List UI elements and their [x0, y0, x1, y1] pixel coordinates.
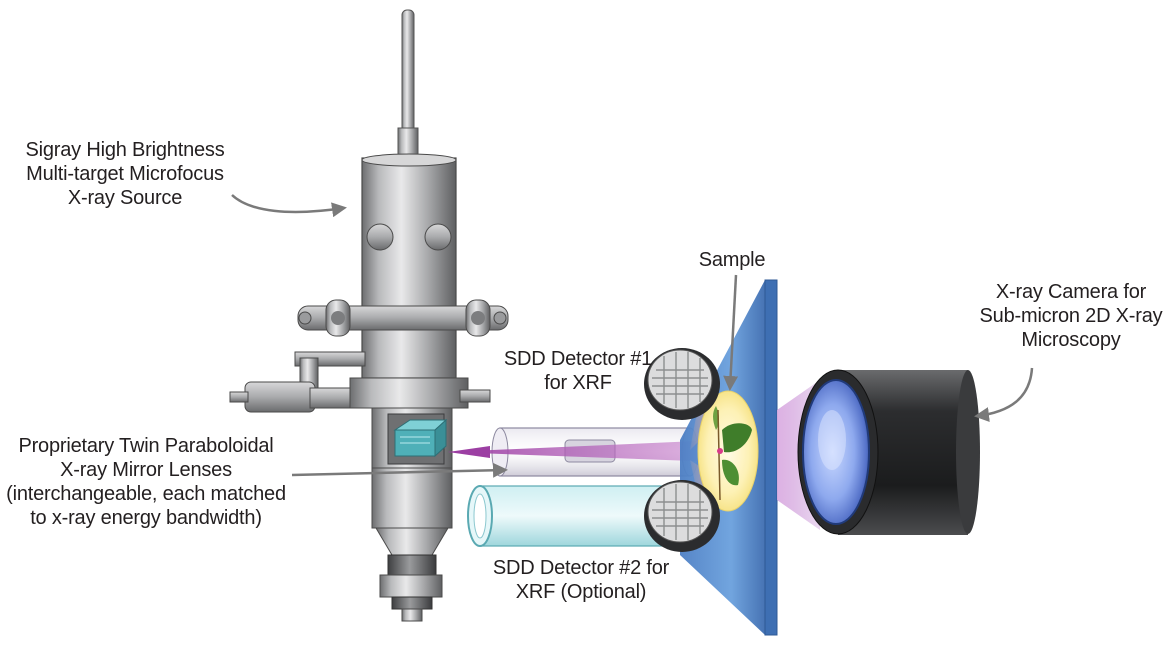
source-label: Sigray High Brightness Multi-target Micr… [25, 139, 225, 209]
xrf-detector-head-1 [644, 348, 720, 420]
sample-label: Sample [698, 249, 766, 271]
sdd-detector-1-label: SDD Detector #1 for XRF [503, 348, 653, 394]
sample-pointer [723, 274, 739, 391]
camera-pointer [974, 367, 1034, 422]
mirror-lenses-label: Proprietary Twin Paraboloidal X-ray Mirr… [6, 435, 286, 529]
xrf-detector-head-2 [644, 480, 720, 552]
xray-camera [797, 369, 980, 535]
xray-camera-label: X-ray Camera for Sub-micron 2D X-ray Mic… [979, 281, 1163, 351]
leaf-sample [713, 406, 752, 501]
pointer-arrows [231, 194, 1034, 478]
mirror-optic [393, 418, 448, 458]
xray-beam [448, 440, 720, 462]
mirror-pointer [291, 462, 508, 478]
sdd-detector-2-label: SDD Detector #2 for XRF (Optional) [492, 557, 670, 603]
source-pointer [231, 194, 347, 218]
sample-stage [680, 279, 778, 636]
xray-source [229, 9, 509, 622]
